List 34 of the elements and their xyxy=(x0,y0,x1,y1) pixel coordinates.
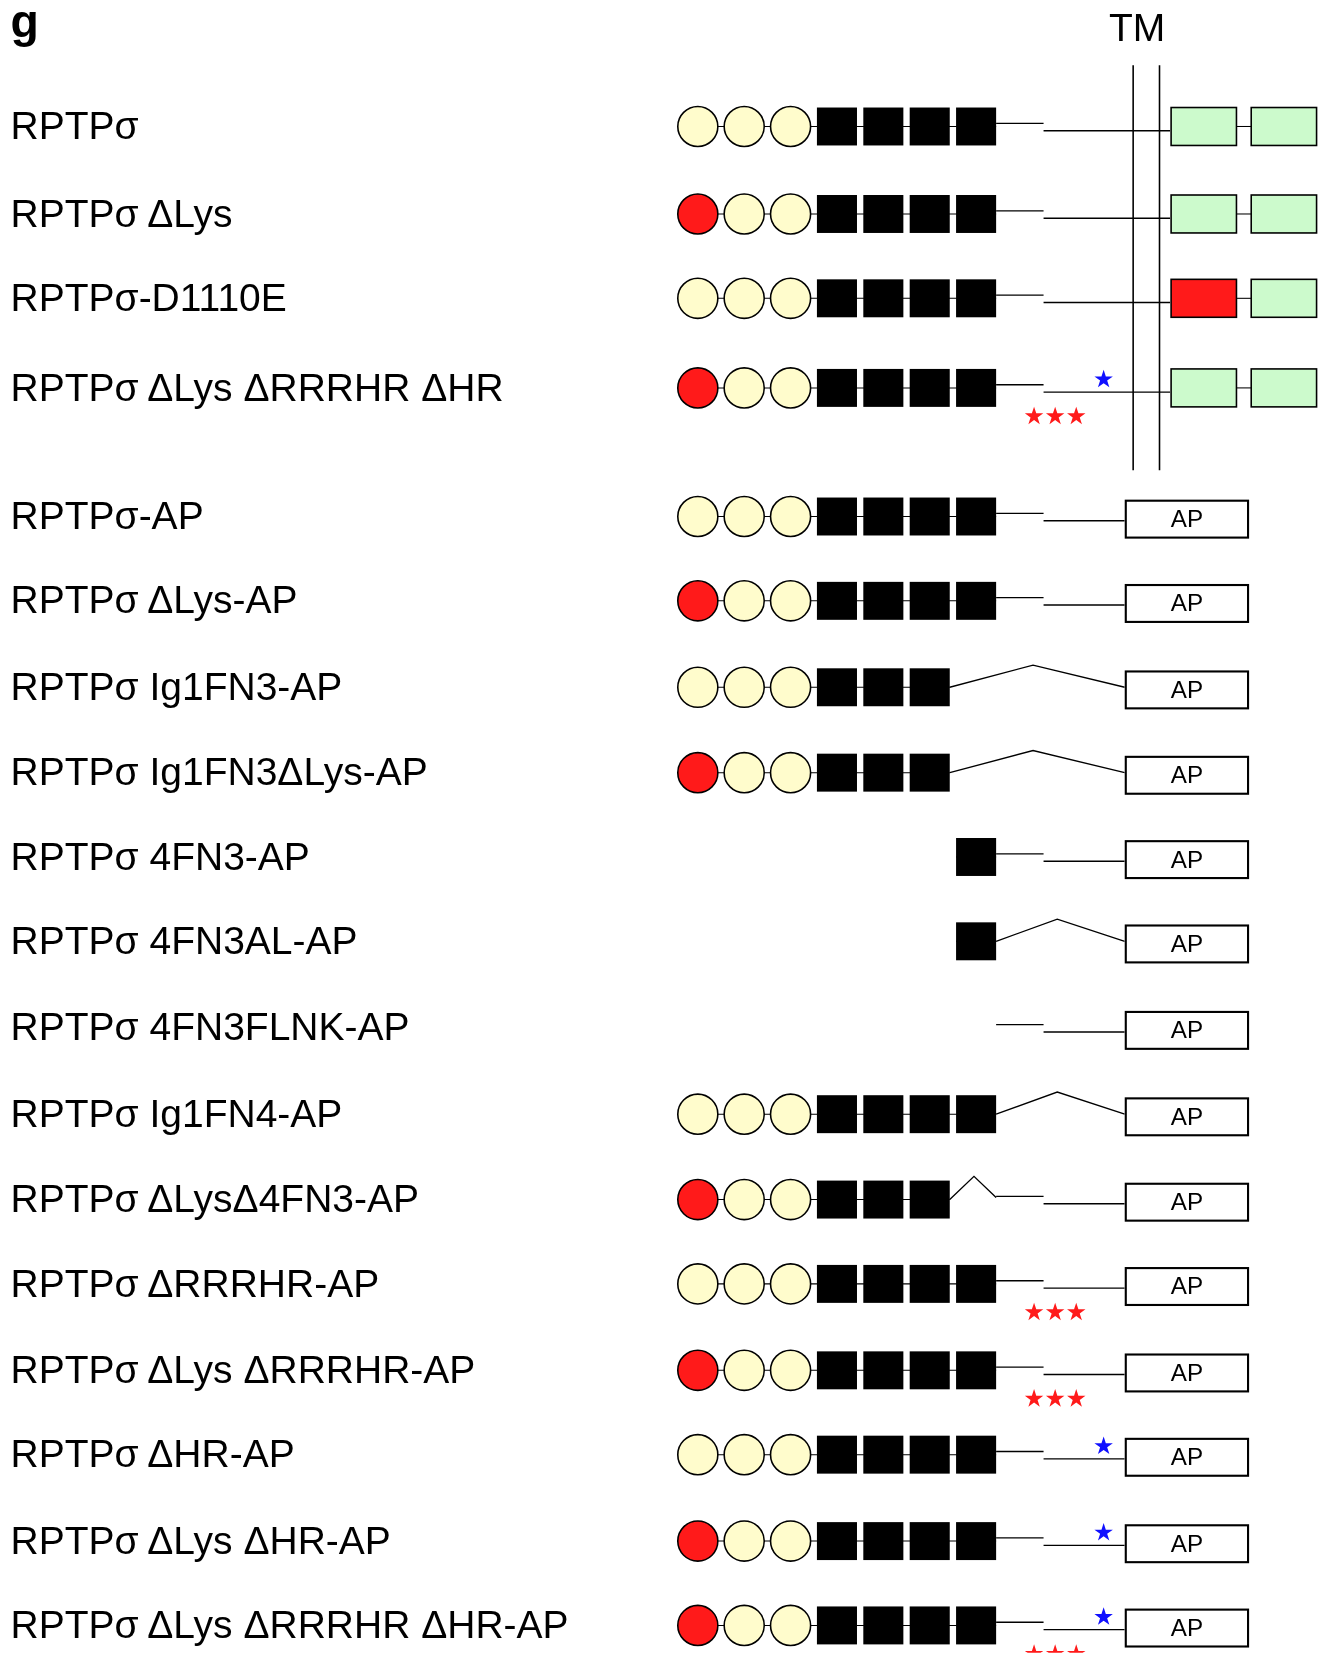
construct-name: RPTPσ ΔLys ΔRRRHR-AP xyxy=(10,1350,476,1390)
construct-name: RPTPσ ΔLysΔ4FN3-AP xyxy=(10,1179,420,1219)
panel-letter: g xyxy=(10,0,39,45)
construct-name: RPTPσ ΔLys xyxy=(10,193,233,233)
membrane-label: TM xyxy=(1108,8,1166,48)
construct-name: RPTPσ ΔLys ΔRRRHR ΔHR-AP xyxy=(10,1605,569,1645)
construct-name: RPTPσ ΔLys-AP xyxy=(10,580,298,620)
construct-name: RPTPσ Ig1FN3-AP xyxy=(10,667,343,707)
tag-box: AP xyxy=(1124,1524,1250,1564)
tag-box: AP xyxy=(1124,583,1250,623)
tag-box: AP xyxy=(1124,755,1250,795)
construct-name: RPTPσ ΔHR-AP xyxy=(10,1434,295,1474)
construct-name: RPTPσ 4FN3-AP xyxy=(10,836,310,876)
construct-name: RPTPσ Ig1FN3ΔLys-AP xyxy=(10,752,428,792)
tag-box: AP xyxy=(1124,1353,1250,1393)
tag-box: AP xyxy=(1124,924,1250,964)
tag-box: AP xyxy=(1124,1608,1250,1648)
tag-box: AP xyxy=(1124,1437,1250,1477)
tag-box: AP xyxy=(1124,1010,1250,1050)
tag-box: AP xyxy=(1124,1267,1250,1307)
construct-name: RPTPσ 4FN3FLNK-AP xyxy=(10,1007,410,1047)
construct-name: RPTPσ ΔRRRHR-AP xyxy=(10,1263,380,1303)
tag-box: AP xyxy=(1124,840,1250,880)
construct-name: RPTPσ-D1110E xyxy=(10,278,287,318)
tag-box: AP xyxy=(1124,1097,1250,1137)
construct-name: RPTPσ ΔLys ΔRRRHR ΔHR xyxy=(10,367,504,407)
tag-box: AP xyxy=(1124,1182,1250,1222)
tag-box: AP xyxy=(1124,670,1250,710)
tag-box: AP xyxy=(1124,499,1250,539)
construct-name: RPTPσ xyxy=(10,106,139,146)
construct-name: RPTPσ Ig1FN4-AP xyxy=(10,1094,343,1134)
construct-name: RPTPσ ΔLys ΔHR-AP xyxy=(10,1521,391,1561)
construct-name: RPTPσ 4FN3AL-AP xyxy=(10,921,358,961)
construct-name: RPTPσ-AP xyxy=(10,496,204,536)
